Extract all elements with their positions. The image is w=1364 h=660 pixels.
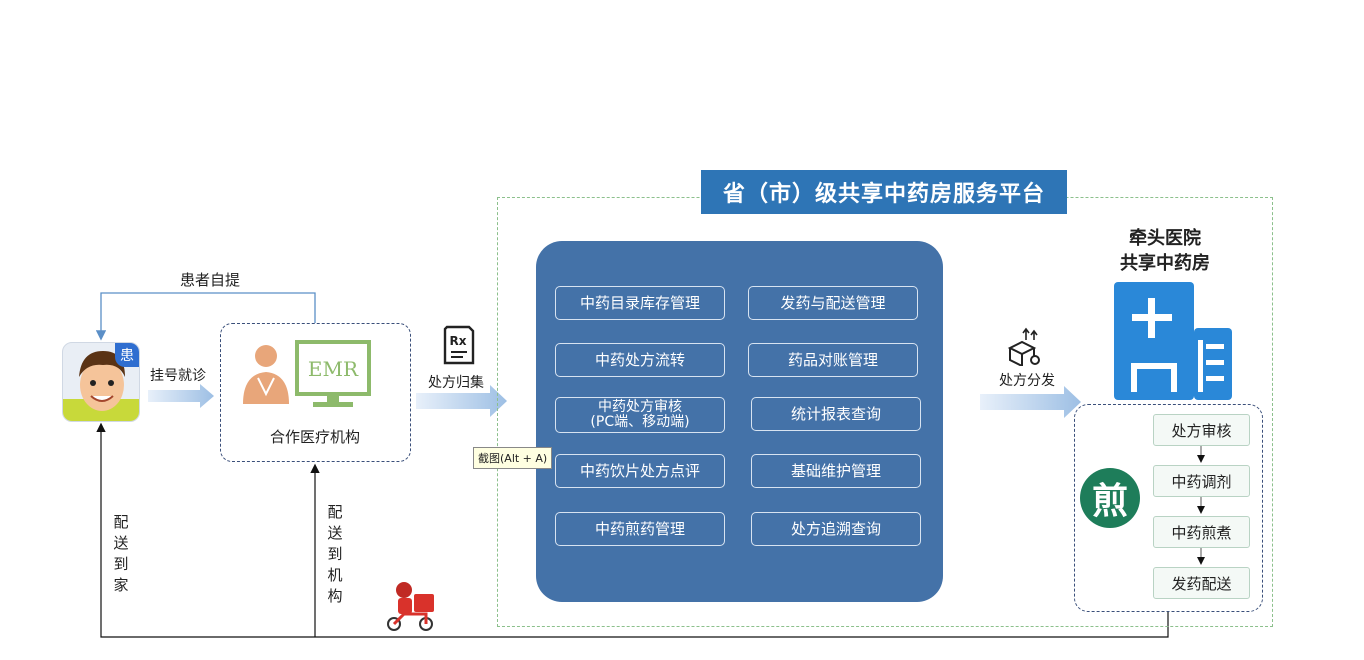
module-item[interactable]: 统计报表查询 <box>751 397 921 431</box>
prescription-icon: Rx <box>443 325 475 365</box>
module-panel: 中药目录库存管理 发药与配送管理 中药处方流转 药品对账管理 中药处方审核 (P… <box>536 241 943 602</box>
deliver-org-label: 配送到机构 <box>327 503 343 605</box>
module-item[interactable]: 药品对账管理 <box>748 343 918 377</box>
module-label: 中药处方审核 <box>598 399 682 415</box>
module-sublabel: (PC端、移动端) <box>590 414 690 430</box>
module-item[interactable]: 中药处方审核 (PC端、移动端) <box>555 397 725 433</box>
module-item[interactable]: 中药目录库存管理 <box>555 286 725 320</box>
collect-label: 处方归集 <box>428 375 484 391</box>
patient-avatar[interactable]: 患 <box>62 342 140 422</box>
registration-label: 挂号就诊 <box>150 368 206 384</box>
doctor-emr-icon: EMR <box>243 340 371 407</box>
courier-scooter-icon <box>387 582 434 631</box>
registration-arrow <box>148 384 214 408</box>
dispatch-label: 处方分发 <box>999 373 1055 389</box>
screenshot-tooltip: 截图(Alt + A) <box>473 447 553 469</box>
module-item[interactable]: 中药处方流转 <box>555 343 725 377</box>
clinic-label: 合作医疗机构 <box>269 428 360 446</box>
dispatch-arrow <box>980 386 1081 418</box>
process-step: 中药调剂 <box>1153 465 1250 497</box>
decoct-badge: 煎 <box>1080 468 1140 528</box>
process-flow-box <box>1074 404 1263 612</box>
dispatch-box-icon <box>1007 327 1040 366</box>
hospital-title: 牵头医院 共享中药房 <box>1100 226 1230 276</box>
process-step: 中药煎煮 <box>1153 516 1250 548</box>
module-item[interactable]: 处方追溯查询 <box>751 512 921 546</box>
svg-text:Rx: Rx <box>450 334 467 348</box>
hospital-title-line1: 牵头医院 <box>1129 228 1201 249</box>
hospital-title-line2: 共享中药房 <box>1120 253 1210 274</box>
module-item[interactable]: 中药煎药管理 <box>555 512 725 546</box>
hospital-building-icon <box>1114 282 1232 400</box>
module-item[interactable]: 中药饮片处方点评 <box>555 454 725 488</box>
module-item[interactable]: 发药与配送管理 <box>748 286 918 320</box>
self-pickup-label: 患者自提 <box>180 271 241 289</box>
patient-badge: 患 <box>115 343 139 367</box>
module-item[interactable]: 基础维护管理 <box>751 454 921 488</box>
clinic-box[interactable]: EMR 合作医疗机构 <box>220 323 411 462</box>
patient-face-icon <box>63 351 139 421</box>
delivery-line <box>96 422 1169 638</box>
emr-text: EMR <box>308 357 359 381</box>
process-step: 处方审核 <box>1153 414 1250 446</box>
deliver-home-label: 配送到家 <box>113 513 129 594</box>
process-step: 发药配送 <box>1153 567 1250 599</box>
platform-title: 省（市）级共享中药房服务平台 <box>701 170 1067 214</box>
collect-arrow <box>416 385 507 417</box>
self-pickup-line <box>95 292 316 341</box>
